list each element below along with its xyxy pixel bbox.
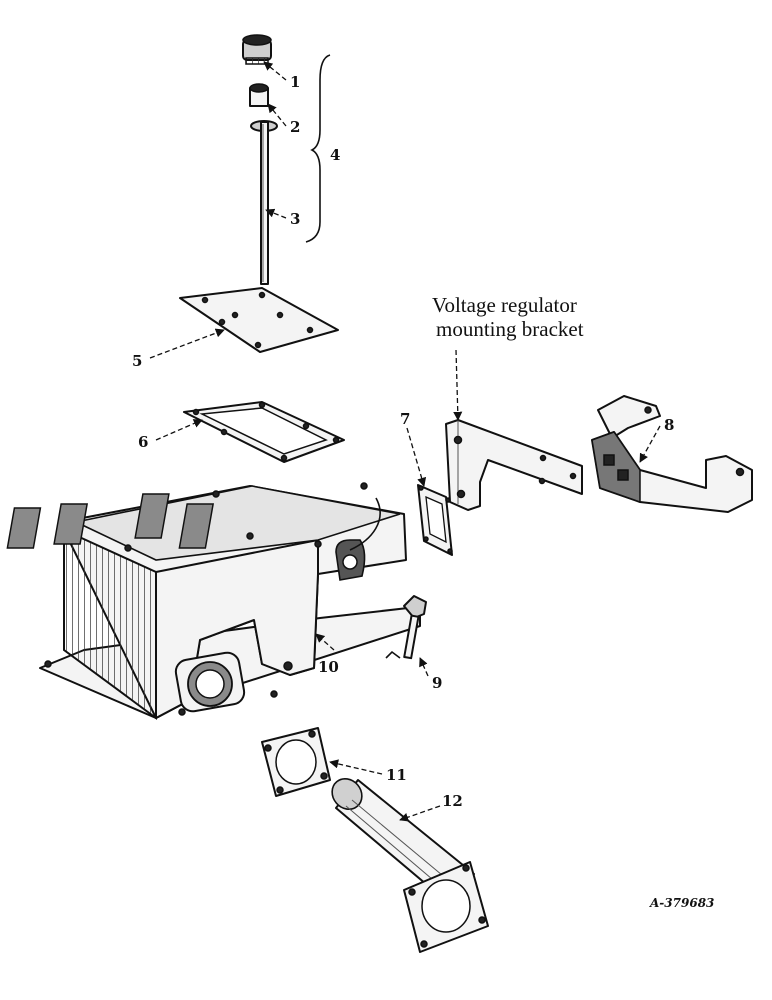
callout-8: 8 (664, 416, 674, 434)
part-9-plug (385, 595, 427, 660)
callout-5: 5 (132, 352, 142, 370)
callout-10: 10 (318, 658, 339, 676)
callout-9: 9 (432, 674, 442, 692)
part-12-tube-housing (331, 777, 489, 953)
callout-6: 6 (138, 433, 148, 451)
part-1-cap (242, 34, 272, 65)
drawing-reference: A-379683 (649, 896, 714, 910)
callout-7: 7 (400, 410, 410, 428)
part-7-small-gasket (417, 484, 453, 556)
callout-2: 2 (290, 118, 300, 136)
callout-3: 3 (290, 210, 300, 228)
callout-11: 11 (386, 766, 407, 784)
callout-12: 12 (442, 792, 463, 810)
part-6-gasket (183, 401, 345, 463)
bracket-caption-line-2: mounting bracket (436, 317, 584, 341)
part-8-support (591, 395, 753, 513)
part-11-flange-gasket (261, 727, 331, 797)
part-5-cover-plate (179, 287, 339, 353)
callout-4: 4 (330, 146, 340, 164)
bracket-caption-line-1: Voltage regulator (432, 293, 577, 317)
callout-1: 1 (290, 73, 300, 91)
group-bracket (305, 54, 331, 243)
voltage-regulator-bracket (445, 419, 583, 511)
leader-lines (149, 61, 661, 822)
part-2-bushing (249, 83, 269, 107)
part-3-tube (250, 120, 278, 285)
part-10-housing (6, 482, 421, 720)
